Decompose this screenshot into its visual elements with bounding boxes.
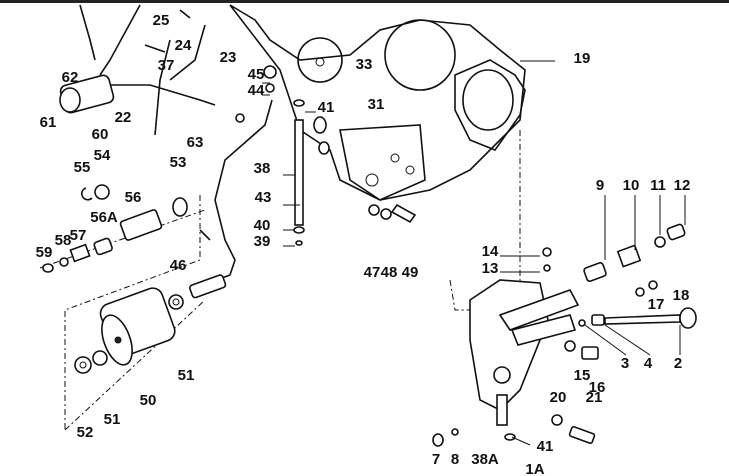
part-number-label: 11 (650, 177, 666, 194)
part-number-label: 4 (644, 355, 653, 372)
part-number-label: 46 (170, 257, 187, 274)
part-number-label: 10 (623, 177, 640, 194)
part-number-label: 56 (125, 189, 142, 206)
part-number-label: 52 (77, 424, 94, 441)
part-number-label: 2 (674, 355, 682, 372)
shaft-38 (293, 99, 330, 246)
part-number-label: 39 (254, 233, 271, 250)
part-number-label: 19 (574, 50, 591, 67)
part-number-label: 41 (318, 99, 335, 116)
part-number-label: 38A (471, 451, 499, 468)
oil-tube (189, 65, 277, 291)
part-number-label: 23 (220, 49, 237, 66)
part-number-label: 14 (482, 243, 499, 260)
part-number-label: 63 (187, 134, 204, 151)
part-number-label: 58 (55, 232, 72, 249)
part-number-label: 18 (673, 287, 690, 304)
part-number-label: 40 (254, 217, 271, 234)
bolts-47-49 (368, 203, 417, 224)
part-number-label: 60 (92, 126, 109, 143)
part-number-label: 25 (153, 12, 170, 29)
part-number-label: 57 (70, 227, 87, 244)
part-number-label: 49 (402, 264, 419, 281)
part-number-label: 47 (364, 264, 381, 281)
leader-lines (262, 60, 686, 446)
part-number-label: 21 (586, 389, 603, 406)
relief-valve (39, 184, 211, 430)
part-number-label: 41 (537, 438, 554, 455)
part-number-label: 13 (482, 260, 499, 277)
part-number-label: 33 (356, 56, 373, 73)
part-number-label: 24 (175, 37, 192, 54)
part-labels: 2524233762616022454463333141193843403947… (36, 12, 691, 476)
part-number-label: 1A (525, 461, 544, 476)
part-number-label: 61 (40, 114, 57, 131)
part-number-label: 16 (589, 379, 606, 396)
part-number-label: 54 (94, 147, 111, 164)
part-number-label: 15 (574, 367, 591, 384)
part-number-label: 45 (248, 66, 265, 83)
part-number-label: 59 (36, 244, 53, 261)
part-number-label: 8 (451, 451, 459, 468)
part-number-label: 53 (170, 154, 187, 171)
part-number-label: 20 (550, 389, 567, 406)
engine-block (229, 4, 526, 201)
part-number-label: 55 (74, 159, 91, 176)
part-number-label: 22 (115, 109, 132, 126)
part-number-label: 12 (674, 177, 691, 194)
part-number-label: 3 (621, 355, 629, 372)
part-number-label: 31 (368, 96, 385, 113)
part-number-label: 51 (104, 411, 121, 428)
part-number-label: 37 (158, 57, 175, 74)
part-number-label: 9 (596, 177, 604, 194)
part-number-label: 56A (90, 209, 118, 226)
left-linkage (59, 4, 216, 136)
part-number-label: 50 (140, 392, 157, 409)
part-number-label: 48 (381, 264, 398, 281)
pump-body (432, 223, 697, 447)
part-number-label: 17 (648, 296, 665, 313)
part-number-label: 7 (432, 451, 440, 468)
top-border (0, 0, 729, 3)
part-number-label: 51 (178, 367, 195, 384)
part-number-label: 62 (62, 69, 79, 86)
part-number-label: 44 (248, 82, 265, 99)
part-number-label: 43 (255, 189, 272, 206)
part-number-label: 38 (254, 160, 271, 177)
oil-filter (64, 274, 227, 431)
